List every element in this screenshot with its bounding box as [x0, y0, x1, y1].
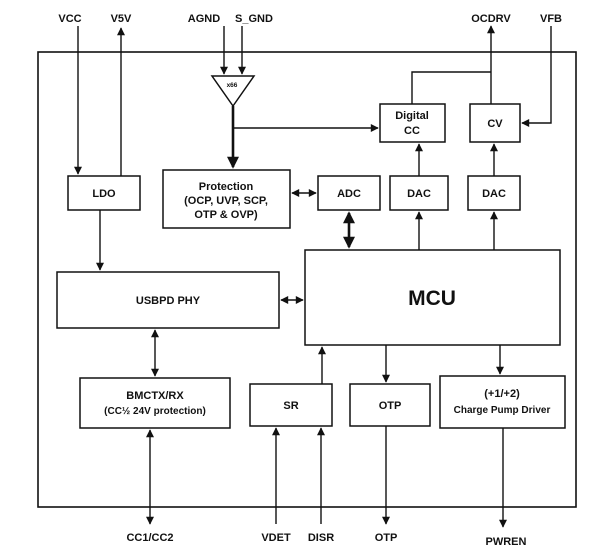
wires — [74, 25, 552, 528]
bmc-block — [79, 377, 231, 429]
pin-vcc: VCC — [58, 13, 81, 25]
otp-block — [349, 383, 431, 427]
protection-block — [162, 169, 291, 229]
pin-labels: VCC V5V AGND S_GND OCDRV VFB CC1/CC2 VDE… — [58, 13, 562, 548]
mcu-label: MCU — [408, 287, 456, 310]
digital-cc-label-2: CC — [404, 125, 420, 137]
bmc-label-2: (CC½ 24V protection) — [104, 406, 206, 417]
wire-digitalcc-up — [411, 71, 491, 104]
protection-label-3: OTP & OVP) — [194, 209, 258, 221]
cv-label: CV — [487, 118, 503, 130]
charge-pump-label-1: (+1/+2) — [484, 388, 520, 400]
amplifier-gain-label: x66 — [227, 82, 238, 89]
pin-ocdrv: OCDRV — [471, 13, 511, 25]
wire-vfb-to-cv — [521, 26, 552, 127]
dac1-block — [389, 175, 449, 211]
amplifier-triangle — [210, 75, 256, 108]
sr-label: SR — [283, 400, 298, 412]
digital-cc-label-1: Digital — [395, 110, 429, 122]
dac1-label: DAC — [407, 188, 431, 200]
protection-label-2: (OCP, UVP, SCP, — [184, 195, 268, 207]
mcu-block — [304, 249, 561, 346]
pin-otp: OTP — [375, 532, 398, 544]
dac2-label: DAC — [482, 188, 506, 200]
bmc-label-1: BMCTX/RX — [126, 390, 184, 402]
usbpd-phy-block — [56, 271, 280, 329]
pin-cc: CC1/CC2 — [126, 532, 173, 544]
adc-block — [317, 175, 381, 211]
blocks: x66 LDO Protection (OCP, UVP, SCP, OTP &… — [56, 75, 566, 429]
pin-vfb: VFB — [540, 13, 562, 25]
charge-pump-label-2: Charge Pump Driver — [454, 405, 551, 416]
ldo-block — [67, 175, 141, 211]
charge-pump-block — [439, 375, 566, 429]
dac2-block — [467, 175, 521, 211]
protection-label-1: Protection — [199, 181, 254, 193]
chip-boundary — [37, 51, 577, 508]
digital-cc-block — [379, 103, 446, 143]
ldo-label: LDO — [92, 188, 116, 200]
adc-label: ADC — [337, 188, 361, 200]
pin-v5v: V5V — [111, 13, 132, 25]
sr-block — [249, 383, 333, 427]
usbpd-phy-label: USBPD PHY — [136, 295, 201, 307]
pin-vdet: VDET — [261, 532, 291, 544]
cv-block — [469, 103, 521, 143]
pin-sgnd: S_GND — [235, 13, 273, 25]
pin-agnd: AGND — [188, 13, 220, 25]
pin-disr: DISR — [308, 532, 334, 544]
otp-block-label: OTP — [379, 400, 402, 412]
pin-pwren: PWREN — [486, 536, 527, 548]
